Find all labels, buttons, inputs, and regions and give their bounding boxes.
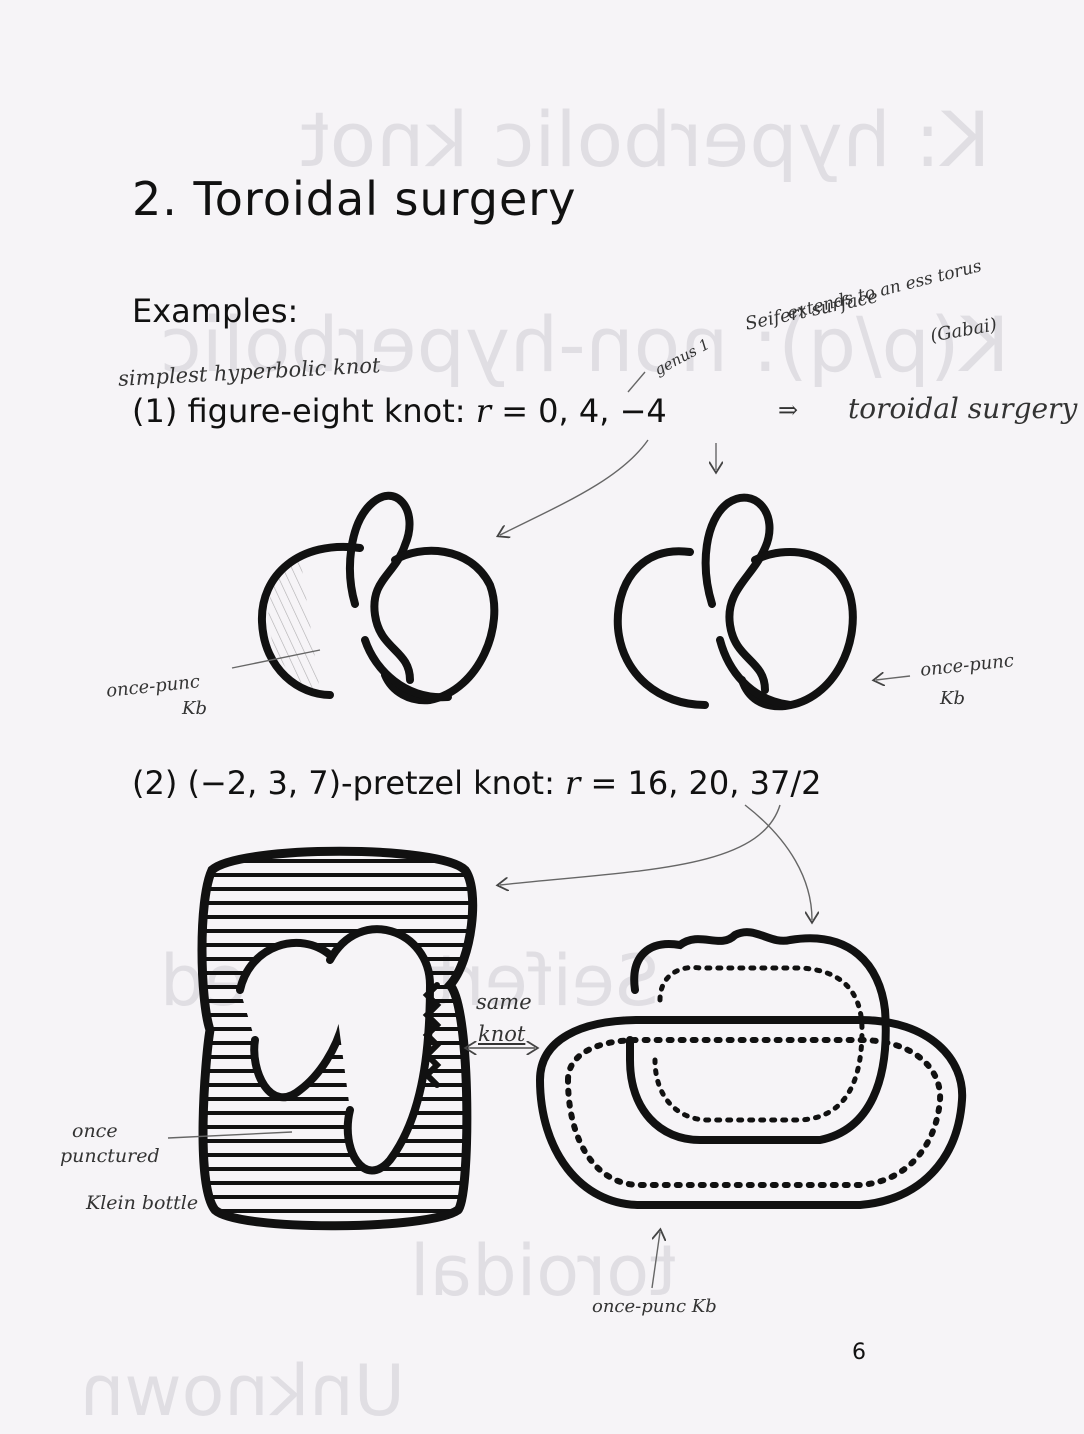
- example-1-r-values: = 0, 4, −4: [501, 392, 667, 430]
- figure-eight-knot-right: [613, 493, 857, 711]
- example-1-line: (1) figure-eight knot: r = 0, 4, −4: [132, 392, 667, 430]
- note-once-punc-kb-3: once-punc Kb: [592, 1296, 717, 1317]
- slide-title: 2. Toroidal surgery: [132, 172, 577, 226]
- example-2-line: (2) (−2, 3, 7)-pretzel knot: r = 16, 20,…: [132, 764, 821, 802]
- pointer-once-punctured: [167, 1131, 293, 1139]
- note-toroidal-surgery: toroidal surgery: [848, 392, 1078, 425]
- example-2-r-symbol: r: [565, 764, 581, 802]
- arrow-to-left-knot: [500, 439, 649, 535]
- note-knot: knot: [478, 1022, 526, 1046]
- note-arrow-implies: ⇒: [778, 396, 799, 424]
- arrow-to-klein-bottle: [500, 804, 781, 885]
- note-kb-2: Kb: [940, 688, 965, 709]
- note-klein-bottle: Klein bottle: [86, 1192, 199, 1214]
- pointer-once-punc-right: [876, 676, 911, 680]
- note-same: same: [476, 990, 532, 1014]
- note-once: once: [72, 1120, 118, 1142]
- pointer-genus: [627, 371, 646, 393]
- page-number: 6: [852, 1340, 866, 1365]
- example-1-r-symbol: r: [475, 392, 492, 430]
- example-2-label: (2) (−2, 3, 7)-pretzel knot:: [132, 764, 555, 802]
- pretzel-knot-right: [535, 928, 967, 1209]
- note-punctured: punctured: [60, 1145, 160, 1167]
- figure-eight-knot-left: [257, 491, 499, 705]
- note-kb-1: Kb: [182, 698, 207, 719]
- arrow-to-pretzel-right: [744, 804, 812, 920]
- examples-label: Examples:: [132, 292, 299, 330]
- example-1-label: (1) figure-eight knot:: [132, 392, 466, 430]
- pointer-once-punc-kb-bottom: [651, 1232, 660, 1289]
- pretzel-klein-bottle: [197, 846, 478, 1231]
- pointer-once-punc-left: [231, 649, 321, 669]
- example-2-r-values: = 16, 20, 37/2: [590, 764, 822, 802]
